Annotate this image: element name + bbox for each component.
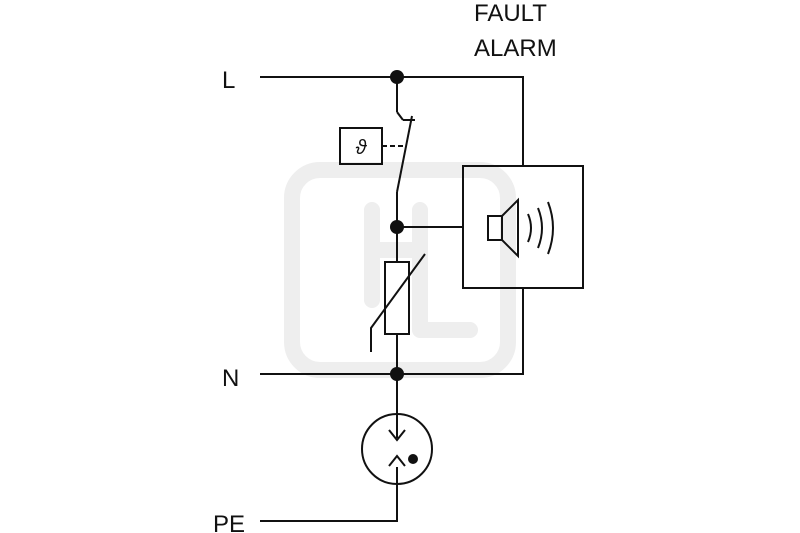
fault-alarm-title-line1: FAULT: [474, 0, 547, 27]
thermal-disconnector-icon: ϑ: [339, 127, 404, 165]
fault-alarm-unit: [462, 165, 584, 289]
line-label: L: [222, 67, 235, 94]
neutral-label: N: [222, 365, 239, 392]
pe-label: PE: [213, 511, 245, 533]
line-wire: [260, 76, 524, 166]
speaker-icon: [487, 197, 554, 259]
thermal-symbol: ϑ: [356, 137, 368, 159]
fault-alarm-title-line2: ALARM: [474, 35, 557, 62]
switch-contact-arm: [396, 111, 404, 121]
neutral-wire: [260, 288, 524, 375]
pe-wire: [260, 467, 398, 522]
line-junction-node: [390, 70, 404, 84]
disconnector-switch-blade: [396, 115, 413, 193]
watermark-logo: [284, 162, 516, 378]
middle-junction-node: [390, 220, 404, 234]
spark-gap-icon: [361, 413, 433, 485]
neutral-junction-node: [390, 367, 404, 381]
